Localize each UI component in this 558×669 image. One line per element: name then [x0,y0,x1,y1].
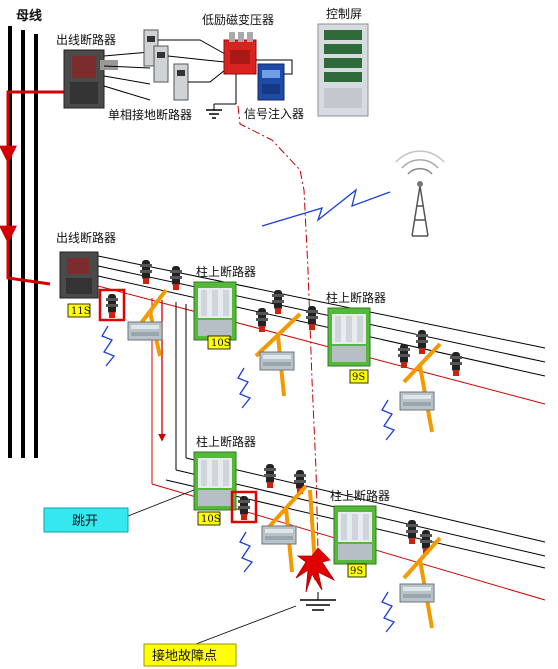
feeder-terminal-unit-5 [399,583,435,603]
feeder-upper [97,255,546,377]
insulator-10s-highlight [230,490,258,524]
feeder-upper-red [97,285,546,405]
low-excitation-transformer [223,32,257,75]
svg-text:10S: 10S [211,338,231,349]
insulator-11s-highlight [98,288,126,322]
time-tag-9s-upper: 9S [349,369,369,384]
pole-breaker-1 [193,281,237,341]
single-phase-grounding-breaker-label: 单相接地断路器 [108,107,192,122]
time-tag-10s-lower: 10S [197,511,221,526]
signal-path [237,105,319,551]
feeder-terminal-unit-1 [127,321,163,341]
svg-text:11S: 11S [71,306,91,317]
feeder-terminal-unit-4 [261,525,297,545]
outgoing-breaker-mid [59,251,99,299]
time-tag-10s-upper: 10S [207,335,231,350]
svg-text:9S: 9S [350,566,363,577]
outgoing-breaker-top-label: 出线断路器 [56,32,116,47]
feeder-terminal-unit-3 [399,391,435,411]
pole-breaker-3 [193,451,237,511]
pole-breaker-4 [333,505,377,565]
svg-text:10S: 10S [201,514,221,525]
pole-breaker-2-label: 柱上断路器 [326,290,386,305]
transformer-label: 低励磁变压器 [202,12,274,27]
outgoing-breaker-mid-label: 出线断路器 [56,230,116,245]
signal-injector [257,63,285,101]
svg-text:接地故障点: 接地故障点 [152,648,217,664]
signal-injector-label: 信号注入器 [244,106,304,121]
grounding-breaker-unit [143,29,189,101]
time-tag-11s: 11S [67,303,91,318]
control-screen [317,23,369,117]
pole-breaker-4-label: 柱上断路器 [330,488,390,503]
control-screen-label: 控制屏 [326,7,362,21]
pole-breaker-2 [327,307,371,367]
pole-breaker-1-label: 柱上断路器 [196,264,256,279]
outgoing-breaker-top [63,49,118,109]
svg-text:9S: 9S [352,372,365,383]
pole-upper-3 [402,342,442,433]
pole-breaker-3-label: 柱上断路器 [196,434,256,449]
ground-fault-callout: 接地故障点 [143,643,237,667]
trip-path-top [6,90,76,286]
trip-callout: 跳开 [43,507,129,533]
wireless-link [261,188,391,227]
busbar-label: 母线 [16,8,42,24]
radio-tower-icon [395,150,445,237]
svg-text:跳开: 跳开 [72,514,98,529]
time-tag-9s-lower: 9S [347,563,367,578]
feeder-terminal-unit-2 [259,351,295,371]
fault-spark-icon [295,547,336,593]
pole-lower-2 [402,536,442,629]
